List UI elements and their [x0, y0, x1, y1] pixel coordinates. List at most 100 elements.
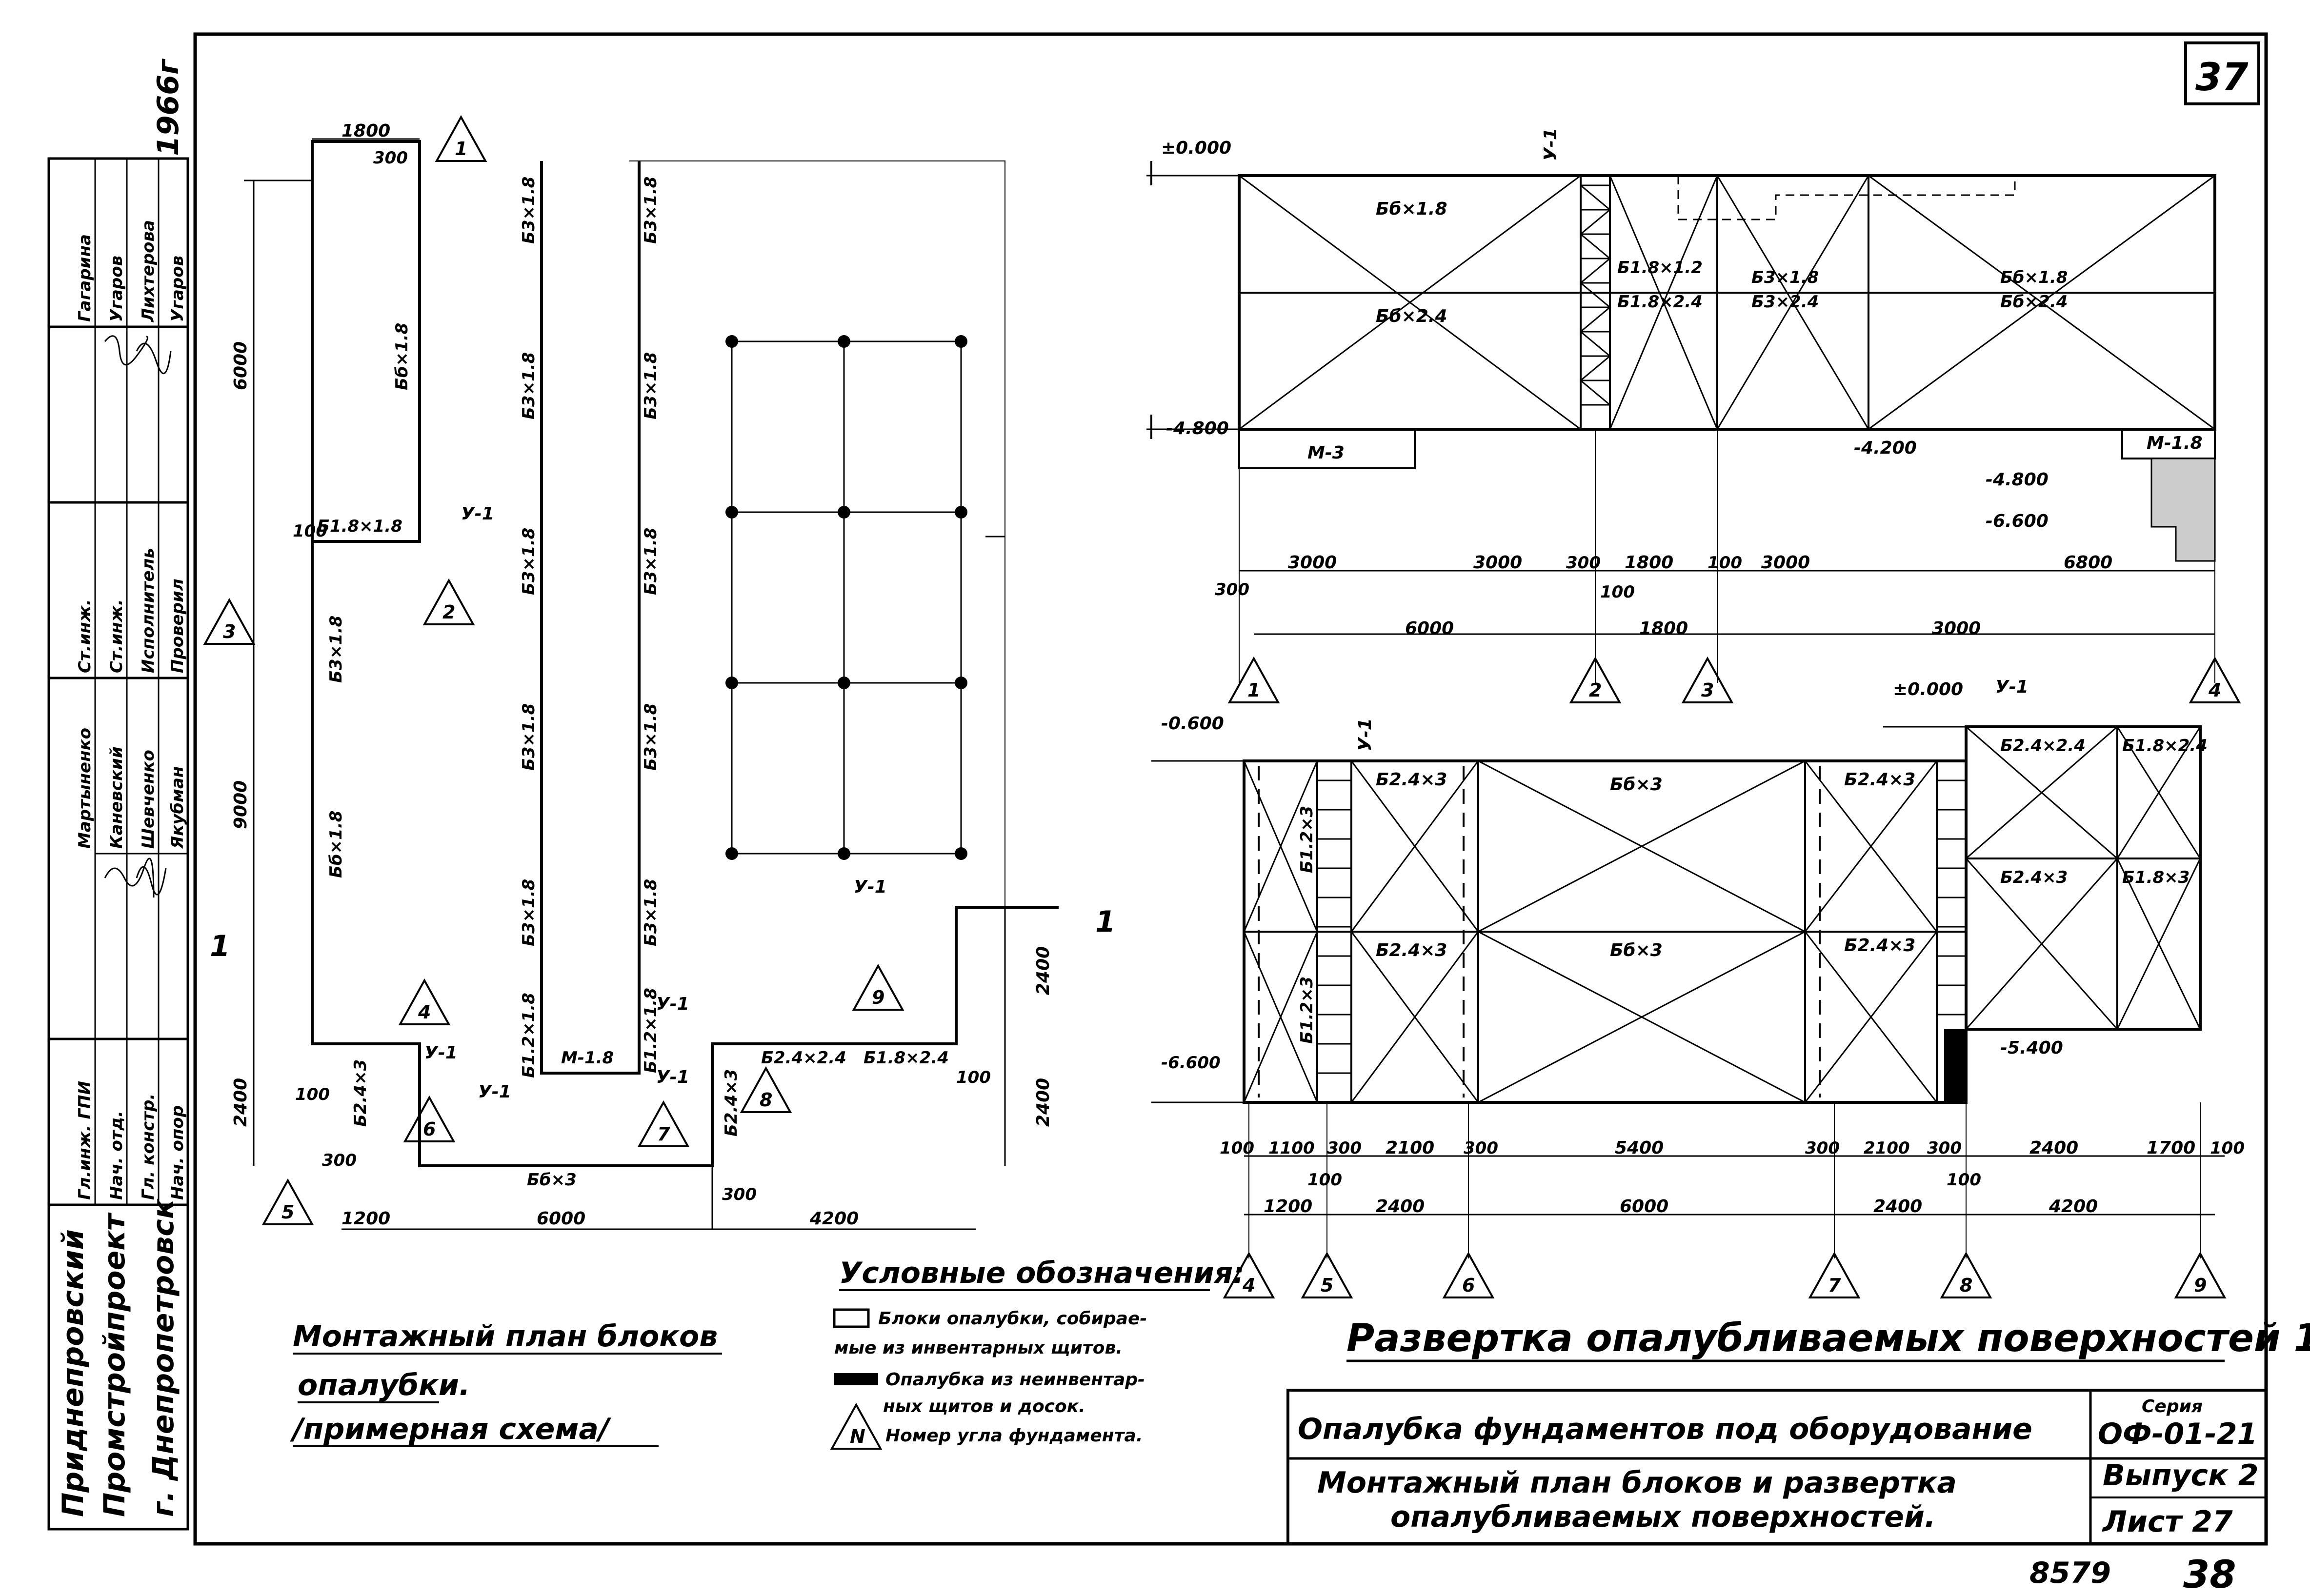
legend-item-1b: мые из инвентарных щитов.: [834, 1338, 1123, 1358]
corner-marker: [1227, 656, 1280, 703]
plan-dim-3: 100: [293, 521, 327, 541]
elevation-top-labels: ±0.000 -4.800 -4.200 -4.800 -6.600 Бб×1.…: [1161, 128, 2203, 638]
elev-top-dim-5: 3000: [1761, 553, 1810, 573]
elev-top-panel-7: Бб×2.4: [2000, 292, 2068, 312]
elev-top-level-0: ±0.000: [1161, 138, 1231, 158]
corner-marker: [637, 1100, 690, 1147]
elev-bot-panel-7: Б2.4×3: [1844, 936, 1915, 956]
elev-bot-level-2: -6.600: [1161, 1053, 1221, 1073]
plan-panel-10: Б3×1.8: [641, 352, 661, 419]
stamp-name-6: Угаров: [107, 256, 126, 322]
corner-marker: [1940, 1251, 1992, 1298]
elev-top-panel-9: М-1.8: [2147, 433, 2203, 453]
corner-num-2: 2: [442, 601, 455, 623]
plan-y1-3: У-1: [656, 994, 689, 1014]
elev-top-corner-2: 2: [1589, 679, 1602, 701]
elev-bot-corner-8: 8: [1960, 1275, 1972, 1296]
stamp-name-1: Каневский: [107, 746, 126, 849]
elevation-top: [1146, 161, 2216, 683]
bottom-left-number: 8579: [2029, 1556, 2111, 1590]
section-mark-left: 1: [210, 929, 230, 963]
unfold-title: Развертка опалубливаемых поверхностей 1:…: [1346, 1317, 2310, 1360]
elev-top-dim-1: 3000: [1473, 553, 1522, 573]
plan-panel-20: Бб×3: [527, 1170, 577, 1190]
elev-top-dim-r2-2: 100: [1600, 582, 1635, 602]
plan-corners: [203, 115, 904, 1225]
stamp-name-8: Угаров: [168, 256, 187, 322]
bottom-right-number: 38: [2183, 1553, 2236, 1596]
elev-bot-dim-1: 1100: [1268, 1138, 1315, 1158]
legend-box-icon: [833, 1308, 870, 1328]
corner-marker: [1808, 1251, 1861, 1298]
plan-panel-6: Б3×1.8: [519, 528, 539, 595]
stamp-name-7: Лихтерова: [139, 220, 158, 322]
corner-marker: [1223, 1251, 1275, 1298]
elev-top-dim-r2-1: 6000: [1405, 618, 1454, 638]
elev-top-panel-6: Бб×1.8: [2000, 268, 2068, 287]
stamp-name-3: Якубман: [168, 766, 187, 849]
elev-bot-panel-11: Б1.8×3: [2122, 868, 2189, 887]
plan-panel-3: Бб×1.8: [326, 811, 346, 878]
plan-dim-9: 6000: [537, 1209, 585, 1229]
corner-num-3: 3: [223, 621, 236, 642]
plan-title-line-2: опалубки.: [298, 1368, 470, 1402]
stamp-signatures: [104, 335, 172, 898]
plan-panel-5: Б3×1.8: [519, 352, 539, 419]
column-grid: [731, 340, 962, 855]
plan-panel-11: Б3×1.8: [641, 528, 661, 595]
plan-panel-16: М-1.8: [561, 1048, 614, 1068]
plan-dim-4: 9000: [231, 780, 251, 829]
elev-top-corner-1: 1: [1247, 679, 1260, 701]
plan-block-top: [311, 140, 421, 543]
elevation-top-corner-numbers: 1 2 3 4: [1247, 679, 2221, 701]
elev-top-dim-0: 3000: [1288, 553, 1337, 573]
elev-bot-panel-0: Б1.2×3: [1297, 806, 1317, 873]
column-dots: [725, 335, 967, 860]
corner-num-9: 9: [872, 987, 884, 1008]
corner-marker: [435, 115, 487, 162]
legend-item-1a: Блоки опалубки, собирае-: [878, 1309, 1147, 1329]
elev-top-dim-r2-0: 300: [1215, 580, 1249, 599]
elev-top-level-1: -4.800: [1166, 419, 1229, 439]
elev-top-level-4: -6.600: [1986, 511, 2049, 531]
elev-bot-corner-7: 7: [1828, 1275, 1841, 1296]
elev-bot-dim-0: 100: [1220, 1138, 1254, 1158]
plan-panel-17: Б1.2×1.8: [641, 988, 661, 1073]
elev-bot-dim-5: 5400: [1615, 1138, 1664, 1158]
elev-bot-panel-3: Б2.4×3: [1376, 940, 1447, 960]
corner-num-6: 6: [423, 1118, 436, 1140]
legend-hatch-icon: [834, 1373, 878, 1385]
plan-dim-0: 1800: [341, 121, 390, 141]
stamp-role-1: Нач. отд.: [107, 1111, 126, 1200]
plan-dim-10: 4200: [809, 1209, 859, 1229]
plan-dim-2: 6000: [231, 341, 251, 390]
elev-bot-panel-13: У-1: [1995, 677, 2029, 697]
elev-bot-dim-10: 1700: [2147, 1138, 2195, 1158]
issue-label: Выпуск 2: [2103, 1458, 2258, 1493]
side-stamp: 1966г Приднепровский Промстройпроект г. …: [47, 59, 189, 1531]
title-main: Опалубка фундаментов под оборудование: [1298, 1412, 2032, 1446]
corner-num-7: 7: [657, 1123, 670, 1145]
stamp-role-8: Проверил: [168, 579, 187, 673]
elev-bot-dim-11: 100: [2210, 1138, 2245, 1158]
elevation-bottom-labels: -0.600 ±0.000 -6.600 -5.400 Б1.2×3 Б1.2×…: [1161, 677, 2245, 1217]
plan-panel-8: Б3×1.8: [519, 879, 539, 946]
corner-marker: [852, 963, 904, 1011]
plan-y1-2: У-1: [478, 1082, 511, 1102]
elev-top-panel-1: Бб×2.4: [1376, 306, 1447, 326]
plan-panel-0: Бб×1.8: [392, 323, 412, 390]
stamp-frame: [47, 157, 189, 1531]
elev-top-panel-8: М-3: [1307, 443, 1345, 463]
plan-labels: 1800 300 6000 100 9000 2400 100 300 1200…: [210, 121, 1116, 1229]
stamp-org-1: Приднепровский: [56, 1229, 90, 1517]
elev-top-dim-2: 300: [1566, 553, 1601, 573]
elev-top-panel-3: Б1.8×2.4: [1617, 292, 1703, 312]
plan-dim-12: 2400: [1033, 1078, 1053, 1127]
plan-corner-numbers: 1 2 3 4 5 6 7 8 9: [223, 138, 884, 1223]
elev-top-panel-0: Бб×1.8: [1376, 199, 1447, 219]
corner-marker: [422, 578, 475, 625]
plan-dim-5: 2400: [231, 1078, 251, 1127]
elev-top-panel-4: Б3×1.8: [1751, 268, 1819, 287]
corner-num-5: 5: [281, 1201, 294, 1223]
